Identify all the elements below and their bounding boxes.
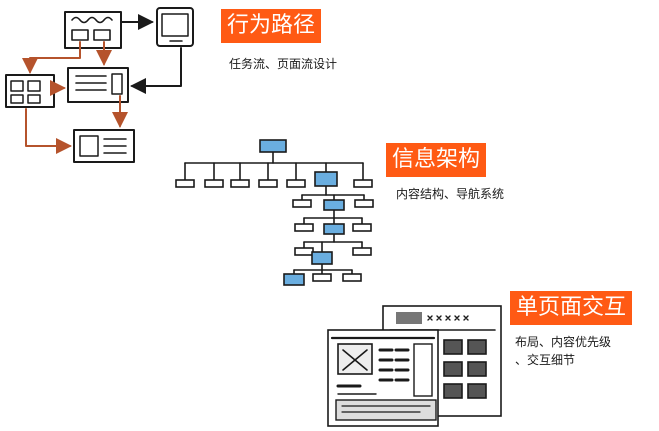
ia-node-highlight — [283, 273, 305, 286]
ia-node-highlight — [323, 223, 345, 235]
ia-node — [175, 179, 195, 188]
flow-page-middle — [67, 67, 129, 103]
ia-node — [258, 179, 278, 188]
user-flow-sketch — [5, 7, 194, 163]
ia-node — [353, 179, 373, 188]
section-caption-single-page-interaction-line2: 、交互细节 — [515, 353, 576, 367]
flow-page-bottom — [73, 129, 135, 163]
ia-node — [294, 223, 314, 232]
ia-node-highlight — [314, 171, 338, 187]
ia-node — [230, 179, 250, 188]
single-page-wireframe-sketch — [327, 305, 502, 427]
section-caption-single-page-interaction-line1: 布局、内容优先级 — [515, 335, 612, 349]
ia-node — [286, 179, 306, 188]
section-title-single-page-interaction: 单页面交互 — [510, 291, 633, 325]
ia-node — [204, 179, 224, 188]
ia-node — [354, 199, 374, 208]
ia-node-root — [259, 139, 287, 153]
section-title-behavior-path: 行为路径 — [221, 9, 322, 43]
ia-node — [342, 273, 362, 282]
ia-node — [352, 223, 372, 232]
ia-node — [292, 199, 312, 208]
section-title-information-architecture: 信息架构 — [386, 143, 487, 177]
flow-page-device — [156, 7, 194, 47]
section-caption-information-architecture: 内容结构、导航系统 — [396, 187, 505, 201]
flow-page-start — [64, 11, 122, 49]
ia-node — [352, 247, 372, 256]
info-architecture-sketch — [175, 139, 374, 286]
ia-node-highlight — [311, 251, 333, 265]
ia-node — [312, 273, 332, 282]
section-caption-behavior-path: 任务流、页面流设计 — [229, 57, 338, 71]
ia-node-highlight — [323, 199, 345, 211]
